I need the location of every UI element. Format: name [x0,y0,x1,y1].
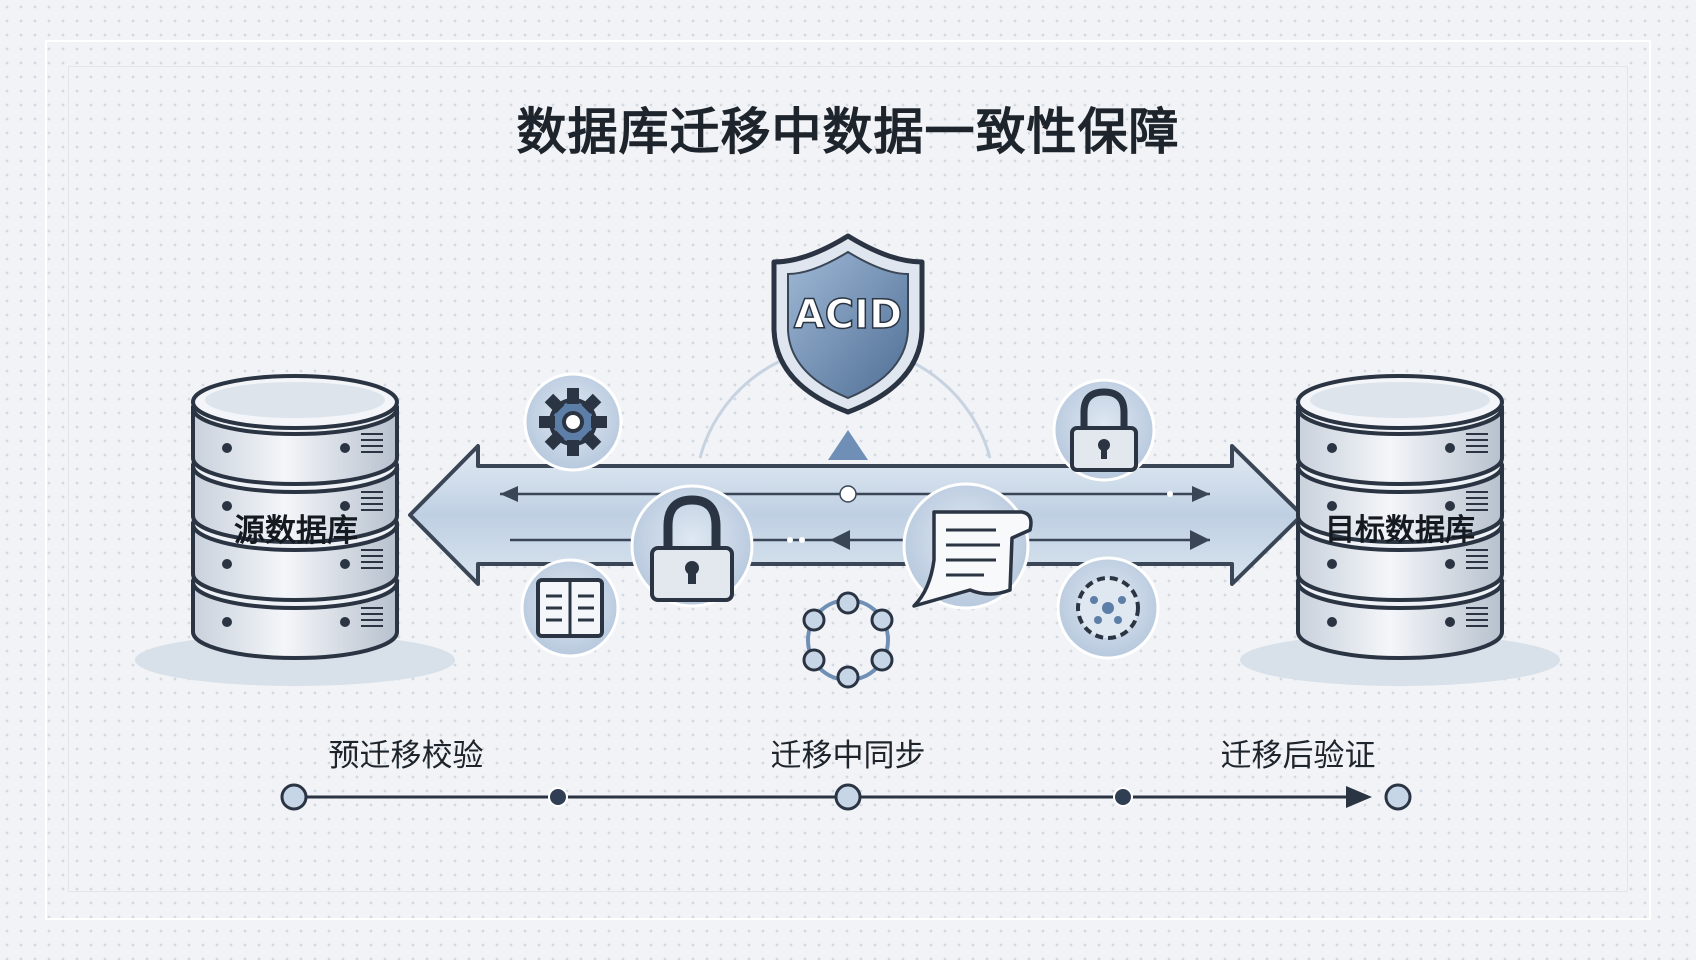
timeline-node [1113,787,1133,807]
page-title: 数据库迁移中数据一致性保障 [516,103,1180,161]
timeline-node-start [280,783,308,811]
stage-label-sync: 迁移中同步 [770,738,926,774]
network-ring-icon [802,591,894,689]
stage-label-pre: 预迁移校验 [328,738,484,774]
shield-label: ACID [794,292,902,338]
sync-arrow [408,444,1304,586]
cluster-gear-icon [1056,556,1160,660]
timeline-node-mid [834,783,862,811]
source-db-label: 源数据库 [234,513,358,549]
inner-frame [68,66,1628,892]
book-icon [520,558,620,658]
target-database [1240,374,1560,686]
source-database [135,374,455,686]
target-db-label: 目标数据库 [1325,513,1475,548]
document-scroll-icon [902,482,1033,610]
lock-icon-main [630,484,754,608]
lock-icon-top [1052,378,1156,482]
outer-frame [45,40,1651,920]
timeline-node [548,787,568,807]
timeline-node-end [1384,783,1412,811]
stage-label-post: 迁移后验证 [1220,738,1376,774]
gear-icon [523,372,623,472]
migration-timeline [280,783,1412,811]
acid-shield: ACID [771,233,925,415]
shield-pointer [828,430,868,460]
